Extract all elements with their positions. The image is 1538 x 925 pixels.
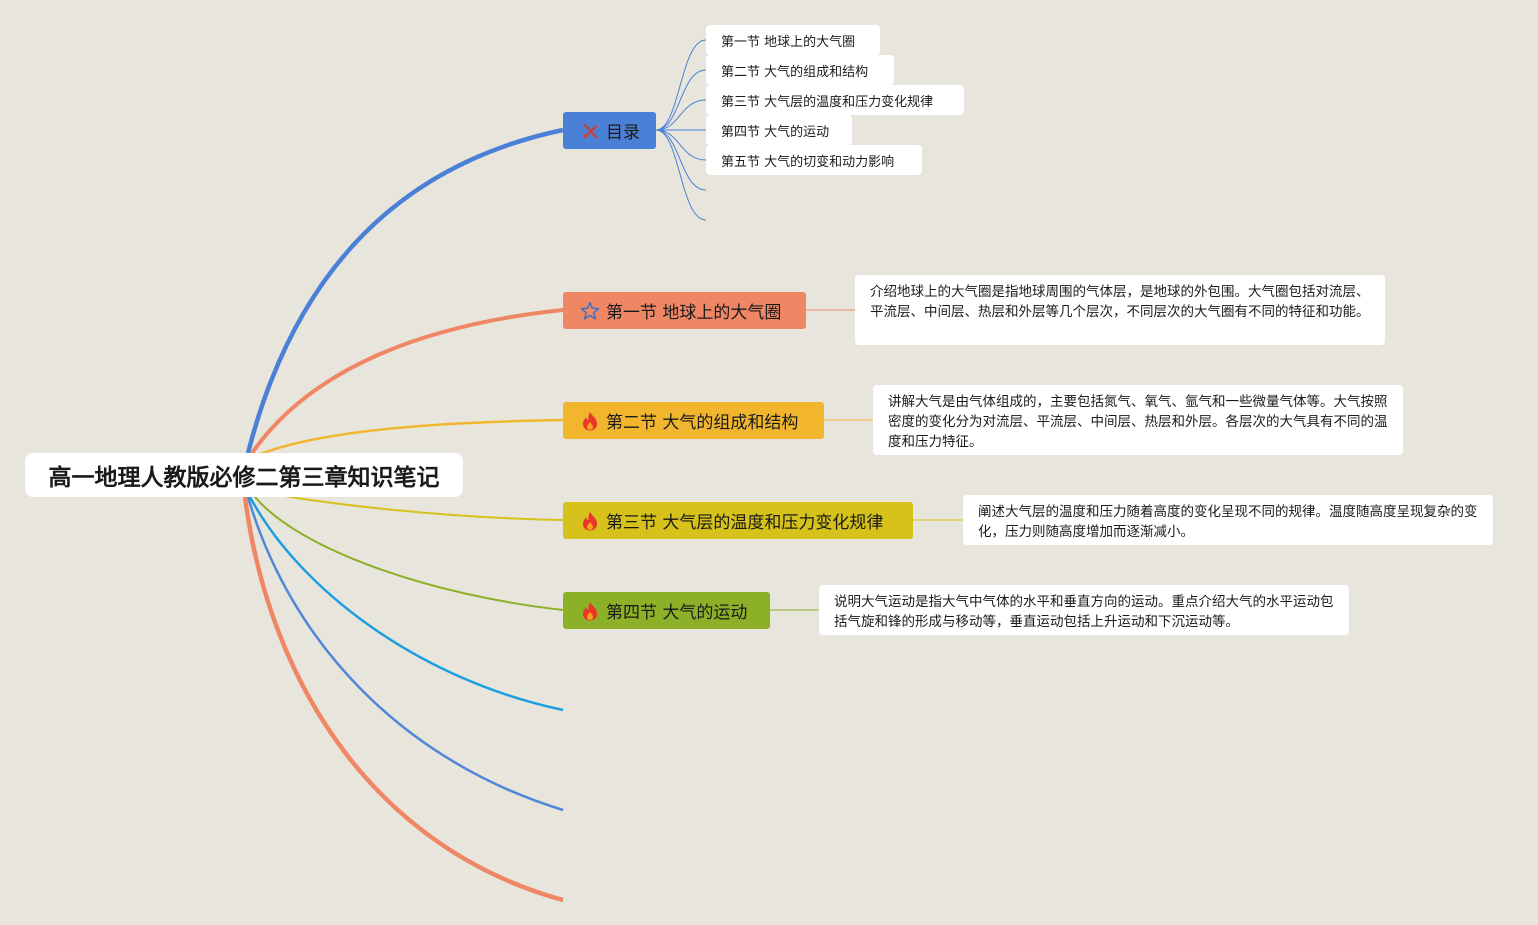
section-4-note-text: 说明大气运动是指大气中气体的水平和垂直方向的运动。重点介绍大气的水平运动包括气旋… <box>834 594 1334 630</box>
connector-s1 <box>250 308 564 455</box>
section-4-branch[interactable]: 第四节 大气的运动 <box>563 592 770 629</box>
fire-icon <box>579 410 601 432</box>
section-3-note-text: 阐述大气层的温度和压力随着高度的变化呈现不同的规律。温度随高度呈现复杂的变化，压… <box>978 504 1478 540</box>
toc-item-label: 第三节 大气层的温度和压力变化规律 <box>721 94 934 110</box>
section-1-branch[interactable]: 第一节 地球上的大气圈 <box>563 292 806 329</box>
section-2-branch[interactable]: 第二节 大气的组成和结构 <box>563 402 824 439</box>
section-4-label: 第四节 大气的运动 <box>606 603 748 623</box>
section-1-label: 第一节 地球上的大气圈 <box>606 303 782 323</box>
section-3-label: 第三节 大气层的温度和压力变化规律 <box>606 513 884 533</box>
tools-icon <box>579 120 601 142</box>
toc-item-3[interactable]: 第三节 大气层的温度和压力变化规律 <box>706 85 964 115</box>
toc-item-label: 第二节 大气的组成和结构 <box>721 64 869 80</box>
connector-s3 <box>261 491 564 521</box>
toc-item-1[interactable]: 第一节 地球上的大气圈 <box>706 25 880 55</box>
toc-branch-label: 目录 <box>606 123 640 143</box>
root-topic[interactable]: 高一地理人教版必修二第三章知识笔记 <box>25 453 463 497</box>
fire-icon <box>579 600 601 622</box>
toc-item-label: 第一节 地球上的大气圈 <box>721 34 856 50</box>
section-4-note[interactable]: 说明大气运动是指大气中气体的水平和垂直方向的运动。重点介绍大气的水平运动包括气旋… <box>819 585 1349 635</box>
connector-toc <box>245 127 564 454</box>
section-3-branch[interactable]: 第三节 大气层的温度和压力变化规律 <box>563 502 913 539</box>
section-1-note-text: 介绍地球上的大气圈是指地球周围的气体层，是地球的外包围。大气圈包括对流层、平流层… <box>870 284 1370 320</box>
toc-item-5[interactable]: 第五节 大气的切变和动力影响 <box>706 145 922 175</box>
connector-s2 <box>257 418 564 457</box>
toc-branch[interactable]: 目录 <box>563 112 656 149</box>
connector-extra-3 <box>242 496 564 903</box>
fire-icon <box>579 510 601 532</box>
toc-item-4[interactable]: 第四节 大气的运动 <box>706 115 852 145</box>
connector-s4 <box>254 496 564 611</box>
star-icon <box>579 300 601 322</box>
toc-item-label: 第四节 大气的运动 <box>721 124 830 140</box>
section-1-note[interactable]: 介绍地球上的大气圈是指地球周围的气体层，是地球的外包围。大气圈包括对流层、平流层… <box>855 275 1385 345</box>
section-3-note[interactable]: 阐述大气层的温度和压力随着高度的变化呈现不同的规律。温度随高度呈现复杂的变化，压… <box>963 495 1493 545</box>
connector-extra-2 <box>246 496 564 812</box>
section-2-note-text: 讲解大气是由气体组成的，主要包括氮气、氧气、氩气和一些微量气体等。大气按照密度的… <box>888 394 1388 450</box>
connector-extra-1 <box>248 496 564 712</box>
section-2-label: 第二节 大气的组成和结构 <box>606 413 799 433</box>
toc-item-label: 第五节 大气的切变和动力影响 <box>721 154 895 170</box>
toc-item-2[interactable]: 第二节 大气的组成和结构 <box>706 55 894 85</box>
section-2-note[interactable]: 讲解大气是由气体组成的，主要包括氮气、氧气、氩气和一些微量气体等。大气按照密度的… <box>873 385 1403 455</box>
toc-connectors <box>655 39 707 221</box>
